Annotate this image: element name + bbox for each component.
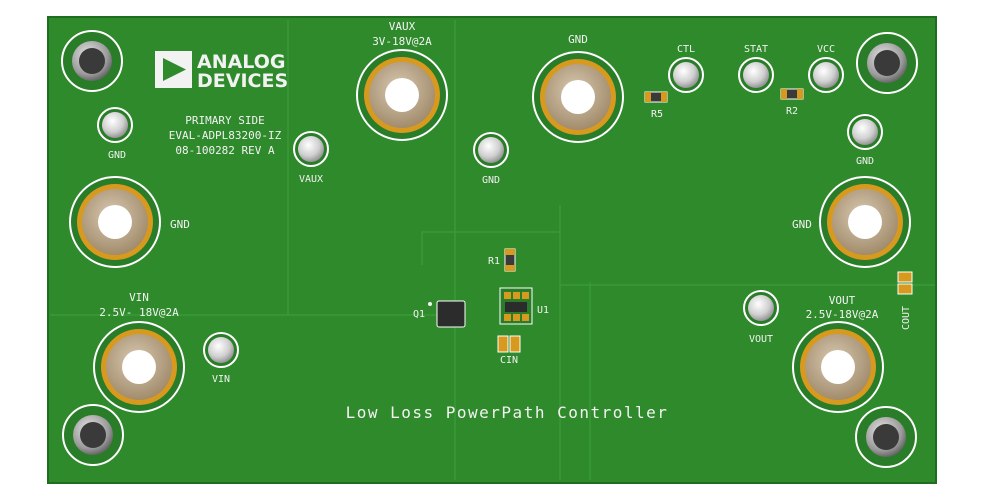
testpoint-stat[interactable] bbox=[738, 57, 774, 93]
revision-label: 08-100282 REV A bbox=[175, 144, 275, 157]
gnd-terminal-left-label: GND bbox=[170, 218, 190, 231]
transistor-q1 bbox=[428, 300, 466, 328]
resistor-r5 bbox=[644, 91, 668, 103]
board-subtitle: Low Loss PowerPath Controller bbox=[346, 403, 669, 422]
testpoint-gnd-b-label: GND bbox=[482, 175, 500, 186]
testpoint-vaux-label: VAUX bbox=[299, 174, 323, 185]
logo-text-devices: DEVICES bbox=[197, 70, 288, 92]
mounting-hole-tl bbox=[61, 30, 123, 92]
testpoint-vin[interactable] bbox=[203, 332, 239, 368]
testpoint-gnd-a-label: GND bbox=[108, 150, 126, 161]
testpoint-vcc[interactable] bbox=[808, 57, 844, 93]
vaux-terminal-label: VAUX bbox=[389, 20, 416, 33]
plane-traces bbox=[50, 20, 935, 480]
vaux-terminal[interactable] bbox=[356, 49, 448, 141]
side-label: PRIMARY SIDE bbox=[185, 114, 264, 127]
capacitor-cin-label: CIN bbox=[500, 355, 518, 366]
testpoint-stat-label: STAT bbox=[744, 44, 768, 55]
testpoint-vcc-label: VCC bbox=[817, 44, 835, 55]
gnd-terminal-top-label: GND bbox=[568, 33, 588, 46]
resistor-r2 bbox=[780, 88, 804, 100]
capacitor-cin bbox=[497, 335, 521, 353]
testpoint-vout-label: VOUT bbox=[749, 334, 773, 345]
testpoint-gnd-a[interactable] bbox=[97, 107, 133, 143]
capacitor-cout-label: COUT bbox=[901, 306, 912, 330]
testpoint-gnd-c-label: GND bbox=[856, 156, 874, 167]
mounting-hole-tr bbox=[856, 32, 918, 94]
testpoint-ctl[interactable] bbox=[668, 57, 704, 93]
testpoint-vout[interactable] bbox=[743, 290, 779, 326]
resistor-r1-label: R1 bbox=[488, 256, 500, 267]
vin-terminal-label: VIN bbox=[129, 291, 149, 304]
ic-u1 bbox=[499, 287, 533, 325]
vin-terminal-rating: 2.5V- 18V@2A bbox=[99, 306, 179, 319]
resistor-r2-label: R2 bbox=[786, 106, 798, 117]
transistor-q1-label: Q1 bbox=[413, 309, 425, 320]
testpoint-ctl-label: CTL bbox=[677, 44, 695, 55]
gnd-terminal-left[interactable] bbox=[69, 176, 161, 268]
vaux-terminal-rating: 3V-18V@2A bbox=[372, 35, 432, 48]
gnd-terminal-right[interactable] bbox=[819, 176, 911, 268]
mounting-hole-bl bbox=[62, 404, 124, 466]
testpoint-vin-label: VIN bbox=[212, 374, 230, 385]
gnd-terminal-right-label: GND bbox=[792, 218, 812, 231]
vin-terminal[interactable] bbox=[93, 321, 185, 413]
logo-text-analog: ANALOG bbox=[197, 51, 286, 73]
ic-u1-label: U1 bbox=[537, 305, 549, 316]
resistor-r1 bbox=[504, 248, 516, 272]
mounting-hole-br bbox=[855, 406, 917, 468]
resistor-r5-label: R5 bbox=[651, 109, 663, 120]
part-number-label: EVAL-ADPL83200-IZ bbox=[169, 129, 282, 142]
capacitor-cout bbox=[897, 271, 913, 295]
testpoint-gnd-b[interactable] bbox=[473, 132, 509, 168]
analog-devices-logo: ANALOG DEVICES bbox=[155, 51, 288, 92]
vout-terminal-label: VOUT bbox=[829, 294, 856, 307]
testpoint-vaux[interactable] bbox=[293, 131, 329, 167]
vout-terminal-rating: 2.5V-18V@2A bbox=[806, 308, 879, 321]
vout-terminal[interactable] bbox=[792, 321, 884, 413]
testpoint-gnd-c[interactable] bbox=[847, 114, 883, 150]
gnd-terminal-top[interactable] bbox=[532, 51, 624, 143]
